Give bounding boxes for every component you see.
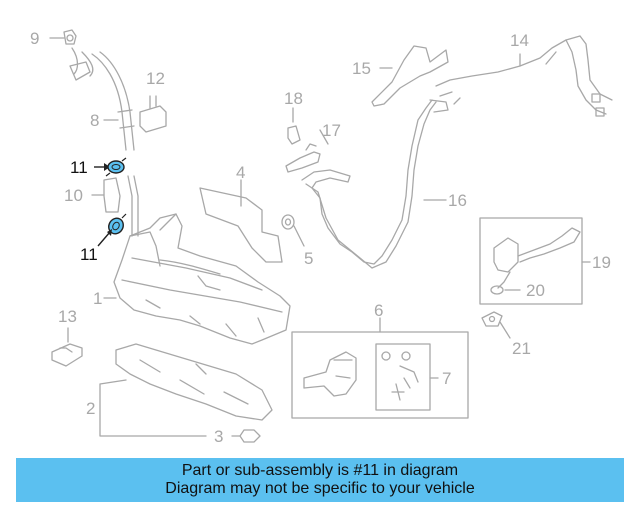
- caption-line-1: Part or sub-assembly is #11 in diagram: [181, 462, 459, 479]
- part-18-clip: [287, 107, 301, 145]
- part-6-kit-box: [291, 317, 469, 419]
- part-8-filler-pipe: [69, 47, 135, 151]
- callout-21: 21: [512, 339, 531, 358]
- part-19-sensor-box: [479, 217, 591, 305]
- part-9-clip: [49, 29, 77, 45]
- callout-19: 19: [592, 253, 611, 272]
- callout-14: 14: [510, 31, 529, 50]
- callout-7: 7: [442, 369, 452, 388]
- part-1-fuel-tank: [103, 213, 291, 345]
- callout-18: 18: [284, 89, 303, 108]
- callout-2: 2: [86, 399, 96, 418]
- callout-4: 4: [236, 163, 246, 182]
- callout-8: 8: [90, 111, 100, 130]
- callout-3: 3: [214, 427, 224, 446]
- callout-12: 12: [146, 69, 165, 88]
- part-21-bracket: [481, 311, 511, 339]
- part-2-shield: [99, 343, 273, 437]
- callout-16: 16: [448, 191, 467, 210]
- callout-5: 5: [304, 249, 314, 268]
- caption-line-2: Diagram may not be specific to your vehi…: [165, 480, 475, 497]
- part-3-nut: [231, 429, 261, 443]
- part-13-pad: [51, 327, 83, 367]
- part-15-bracket: [371, 45, 449, 107]
- callout-17: 17: [322, 121, 341, 140]
- callout-20: 20: [526, 281, 545, 300]
- callout-11-upper[interactable]: 11: [70, 158, 88, 177]
- callout-10: 10: [64, 186, 83, 205]
- part-4-bracket: [199, 179, 283, 263]
- part-11-hose-clamp-upper[interactable]: [94, 157, 127, 177]
- caption-banner: Part or sub-assembly is #11 in diagram D…: [16, 458, 624, 502]
- part-10-hose: [91, 175, 139, 237]
- callout-9: 9: [30, 29, 40, 48]
- part-5-grommet: [281, 214, 305, 247]
- callout-13: 13: [58, 307, 77, 326]
- part-16-fuel-line: [301, 99, 449, 269]
- callout-6: 6: [374, 301, 384, 320]
- part-17-fitting: [285, 129, 329, 173]
- part-12-box: [139, 95, 167, 133]
- callout-15: 15: [352, 59, 371, 78]
- part-11-hose-clamp-lower[interactable]: [97, 213, 127, 247]
- callout-11-lower[interactable]: 11: [80, 245, 98, 264]
- part-14-wire-harness: [435, 35, 613, 117]
- callout-1: 1: [93, 289, 103, 308]
